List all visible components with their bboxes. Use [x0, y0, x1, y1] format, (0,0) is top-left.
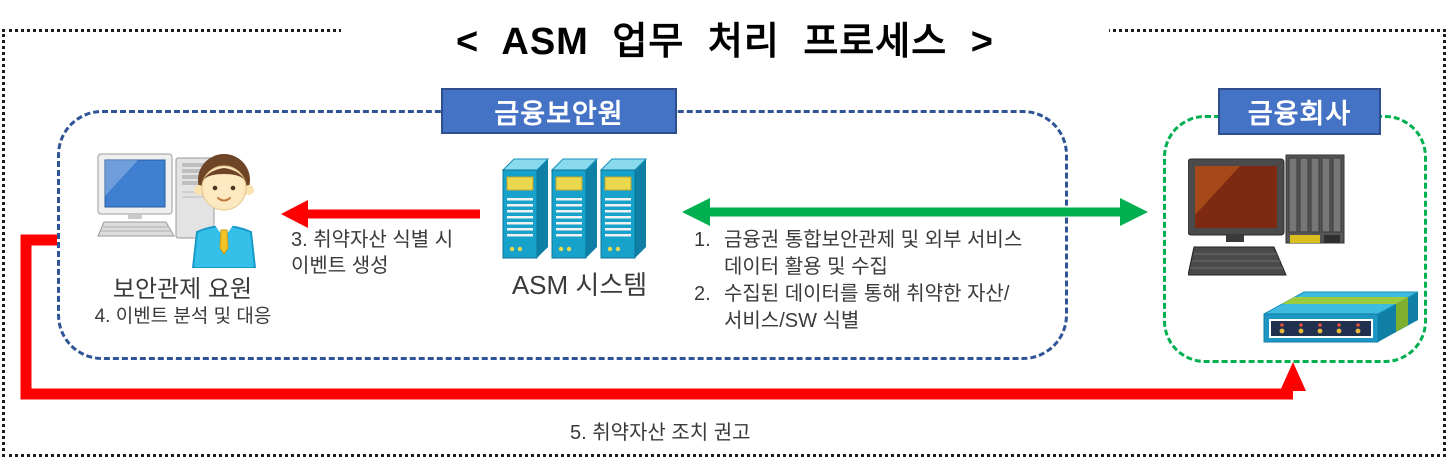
- collection-item-1-line1: 금융권 통합보안관제 및 외부 서비스: [724, 229, 1023, 251]
- analyst-name-label: 보안관제 요원: [112, 276, 253, 303]
- analyst-computer: [97, 153, 215, 239]
- collection-item-2-line1: 수집된 데이터를 통해 취약한 자산/: [724, 283, 1010, 305]
- collection-item-1: 1. 금융권 통합보안관제 및 외부 서비스 데이터 활용 및 수집: [694, 227, 1084, 281]
- event-arrow-caption-line2: 이벤트 생성: [291, 255, 389, 277]
- collection-item-2-text: 수집된 데이터를 통해 취약한 자산/ 서비스/SW 식별: [724, 281, 1009, 335]
- collection-item-1-text: 금융권 통합보안관제 및 외부 서비스 데이터 활용 및 수집: [724, 227, 1022, 281]
- asm-server-icon: [501, 158, 648, 259]
- asm-system-label: ASM 시스템: [511, 270, 648, 300]
- event-arrow-caption-line1: 3. 취약자산 식별 시: [291, 229, 454, 251]
- collection-item-2-number: 2.: [694, 283, 711, 305]
- network-switch-icon: [1263, 291, 1419, 343]
- pc-keyboard: [1188, 246, 1287, 276]
- analyst-step-note: 4. 이벤트 분석 및 대응: [94, 306, 272, 327]
- company-computer-icon: [1188, 154, 1345, 276]
- collection-item-1-line2: 데이터 활용 및 수집: [724, 256, 888, 278]
- diagram-title: < ASM 업무 처리 프로세스 >: [341, 8, 1109, 67]
- collection-item-1-number: 1.: [694, 229, 711, 251]
- collection-arrow-caption: 1. 금융권 통합보안관제 및 외부 서비스 데이터 활용 및 수집 2. 수집…: [694, 227, 1084, 335]
- server-units: [501, 158, 648, 259]
- pc-tower: [1285, 154, 1345, 244]
- collection-item-2-line2: 서비스/SW 식별: [724, 310, 860, 332]
- recommendation-arrow-caption: 5. 취약자산 조치 권고: [570, 422, 751, 444]
- fsi-group-label: 금융보안원: [441, 88, 677, 134]
- collection-item-2: 2. 수집된 데이터를 통해 취약한 자산/ 서비스/SW 식별: [694, 281, 1084, 335]
- event-arrow-caption: 3. 취약자산 식별 시 이벤트 생성: [291, 227, 453, 279]
- security-analyst-icon: [97, 153, 257, 268]
- pc-monitor: [1188, 158, 1285, 242]
- company-group-label: 금융회사: [1218, 88, 1381, 135]
